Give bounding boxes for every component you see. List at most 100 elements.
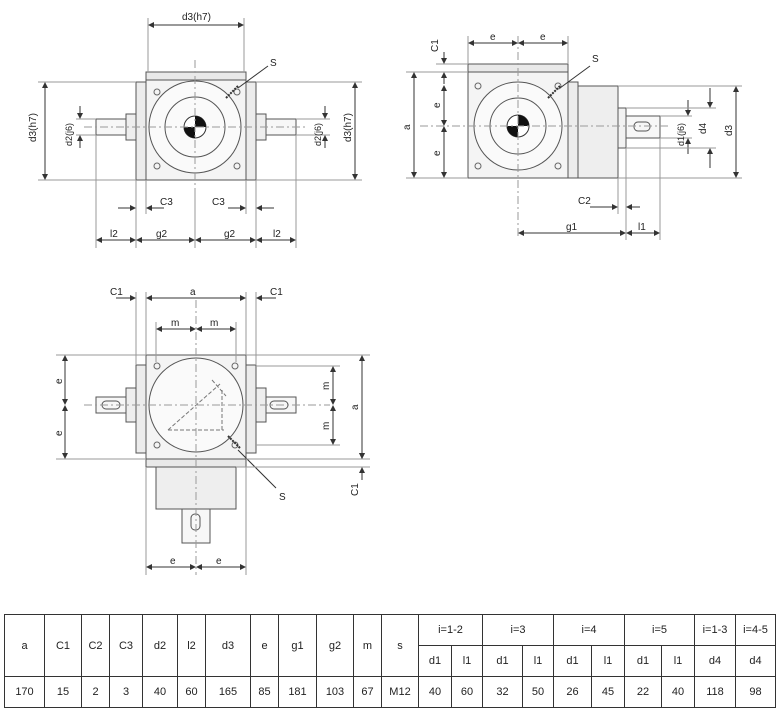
header-e: e (250, 614, 279, 677)
table-cell: 181 (278, 676, 317, 708)
bottom-view-labels: C1 a C1 m m e e m m a C1 S e e (54, 287, 361, 567)
label-d2-left: d2(j6) (64, 123, 74, 146)
label-m-left: m (171, 318, 179, 329)
table-cell: 22 (624, 676, 662, 708)
label-a-topright: a (402, 124, 413, 130)
header-a: a (4, 614, 45, 677)
label-d3-top: d3(h7) (182, 12, 211, 23)
table-header-row-1: a C1 C2 C3 d2 l2 d3 e g1 g2 m s i=1-2 i=… (4, 614, 776, 677)
top-left-view-labels: d3(h7) d3(h7) d2(j6) d3(h7) d2(j6) S C3 … (28, 12, 354, 240)
table-cell: 170 (4, 676, 45, 708)
label-m-lower: m (321, 422, 332, 430)
label-e-upper: e (54, 378, 65, 384)
label-s-topleft: S (270, 58, 277, 69)
label-e-lower: e (54, 430, 65, 436)
label-c1-right: C1 (270, 287, 283, 298)
header-d2: d2 (142, 614, 178, 677)
subheader-d1: d1 (418, 645, 452, 677)
label-l2-right: l2 (273, 229, 281, 240)
table-cell: 50 (522, 676, 554, 708)
label-d2-right: d2(j6) (313, 123, 323, 146)
table-cell: 45 (591, 676, 625, 708)
subheader-d1: d1 (553, 645, 592, 677)
label-a-top: a (190, 287, 196, 298)
subheader-d1: d1 (482, 645, 523, 677)
table-cell: 15 (44, 676, 82, 708)
subheader-d4: d4 (735, 645, 776, 677)
label-g1: g1 (566, 222, 578, 233)
subheader-d4: d4 (694, 645, 736, 677)
label-d1: d1(j6) (676, 123, 686, 146)
subheader-l1: l1 (591, 645, 625, 677)
mounting-holes (153, 88, 241, 170)
technical-drawing: d3(h7) d3(h7) d2(j6) d3(h7) d2(j6) S C3 … (28, 12, 742, 575)
label-e-low: e (432, 150, 443, 156)
label-c3-right: C3 (212, 197, 225, 208)
label-s-bottom: S (279, 492, 286, 503)
table-row: 170 15 2 3 40 60 165 85 181 103 67 M12 4… (4, 676, 776, 708)
header-c1: C1 (44, 614, 82, 677)
header-c3: C3 (109, 614, 143, 677)
header-c2: C2 (81, 614, 110, 677)
table-cell: 118 (694, 676, 736, 708)
label-g2-left: g2 (156, 229, 168, 240)
label-e-bottom-left: e (170, 556, 176, 567)
table-cell: 32 (482, 676, 523, 708)
table-cell: 26 (553, 676, 592, 708)
header-s: s (381, 614, 419, 677)
header-d3: d3 (205, 614, 251, 677)
label-c1-topright: C1 (430, 39, 441, 52)
header-group-i12: i=1-2 (418, 614, 483, 646)
subheader-l1: l1 (661, 645, 695, 677)
table-cell: 67 (353, 676, 382, 708)
header-group-i5: i=5 (624, 614, 695, 646)
top-left-view (38, 18, 362, 248)
table-cell: 2 (81, 676, 110, 708)
table-cell: 60 (177, 676, 206, 708)
label-m-upper: m (321, 382, 332, 390)
label-d3-right: d3(h7) (343, 113, 354, 142)
label-s-topright: S (592, 54, 599, 65)
top-right-view-labels: C1 e e S a e e d1(j6) d4 d3 C2 g1 l1 (402, 32, 735, 233)
label-c1-bottom: C1 (350, 483, 361, 496)
label-e-mid: e (432, 102, 443, 108)
header-m: m (353, 614, 382, 677)
header-group-i45: i=4-5 (735, 614, 776, 646)
table-cell: 85 (250, 676, 279, 708)
label-c2: C2 (578, 196, 591, 207)
label-d3: d3 (724, 124, 735, 136)
label-c3-left: C3 (160, 197, 173, 208)
table-cell: 98 (735, 676, 776, 708)
header-group-i4: i=4 (553, 614, 625, 646)
label-a-right: a (350, 404, 361, 410)
label-l2-left: l2 (110, 229, 118, 240)
label-m-right: m (210, 318, 218, 329)
dimension-table: a C1 C2 C3 d2 l2 d3 e g1 g2 m s i=1-2 i=… (4, 614, 776, 708)
label-e-bottom-right: e (216, 556, 222, 567)
table-cell: 60 (451, 676, 483, 708)
table-cell: M12 (381, 676, 419, 708)
table-cell: 40 (418, 676, 452, 708)
table-cell: 3 (109, 676, 143, 708)
table-cell: 165 (205, 676, 251, 708)
label-e-top-left: e (490, 32, 496, 43)
label-l1: l1 (638, 222, 646, 233)
label-c1-left: C1 (110, 287, 123, 298)
label-d4: d4 (698, 122, 709, 134)
subheader-l1: l1 (451, 645, 483, 677)
top-right-view (406, 36, 742, 240)
bottom-view (56, 292, 370, 575)
table-cell: 40 (661, 676, 695, 708)
label-e-top-right: e (540, 32, 546, 43)
label-g2-right: g2 (224, 229, 236, 240)
header-group-i13: i=1-3 (694, 614, 736, 646)
subheader-l1: l1 (522, 645, 554, 677)
header-group-i3: i=3 (482, 614, 554, 646)
header-g2: g2 (316, 614, 354, 677)
subheader-d1: d1 (624, 645, 662, 677)
header-l2: l2 (177, 614, 206, 677)
label-d3-left: d3(h7) (28, 113, 39, 142)
table-cell: 103 (316, 676, 354, 708)
table-cell: 40 (142, 676, 178, 708)
header-g1: g1 (278, 614, 317, 677)
